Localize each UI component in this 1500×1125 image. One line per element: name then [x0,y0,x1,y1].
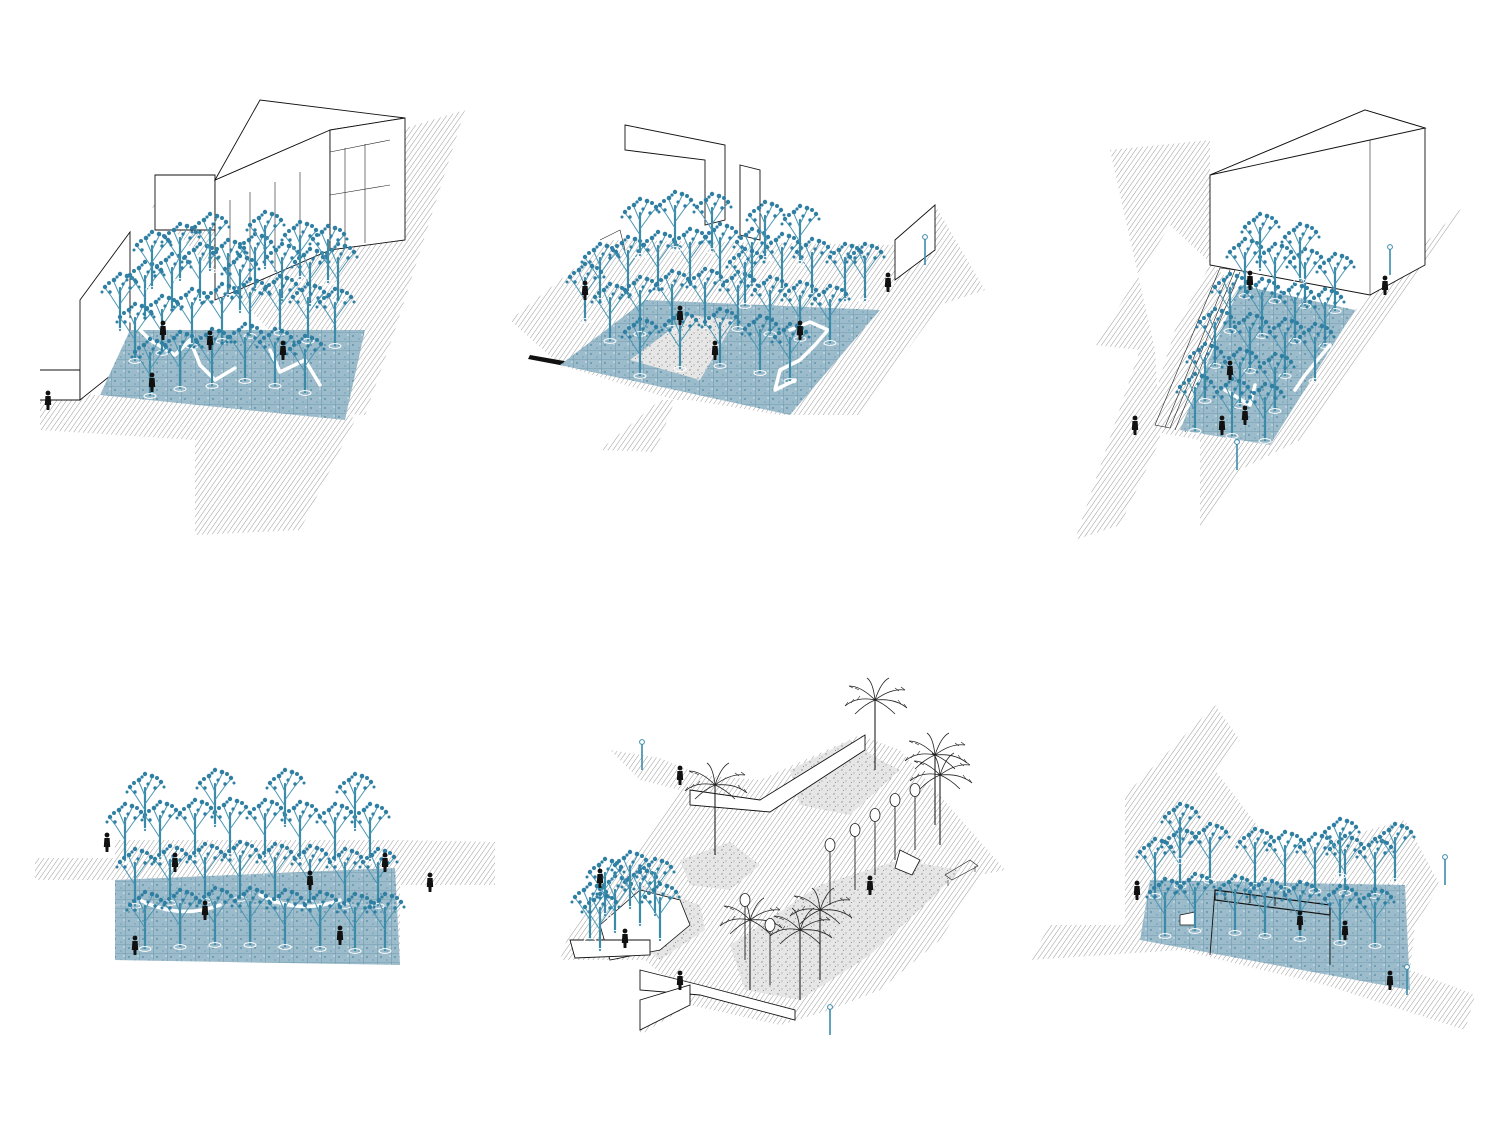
panel-3-square-cube-building [1075,109,1465,540]
panel-5-courtyard-palms [560,677,1005,1036]
panel-1-square-office-block [40,99,465,535]
panel-4-plaza-strip [35,766,495,965]
panel-2-square-low-walls [510,124,985,452]
panel-6-square-pergola [1030,705,1475,1030]
